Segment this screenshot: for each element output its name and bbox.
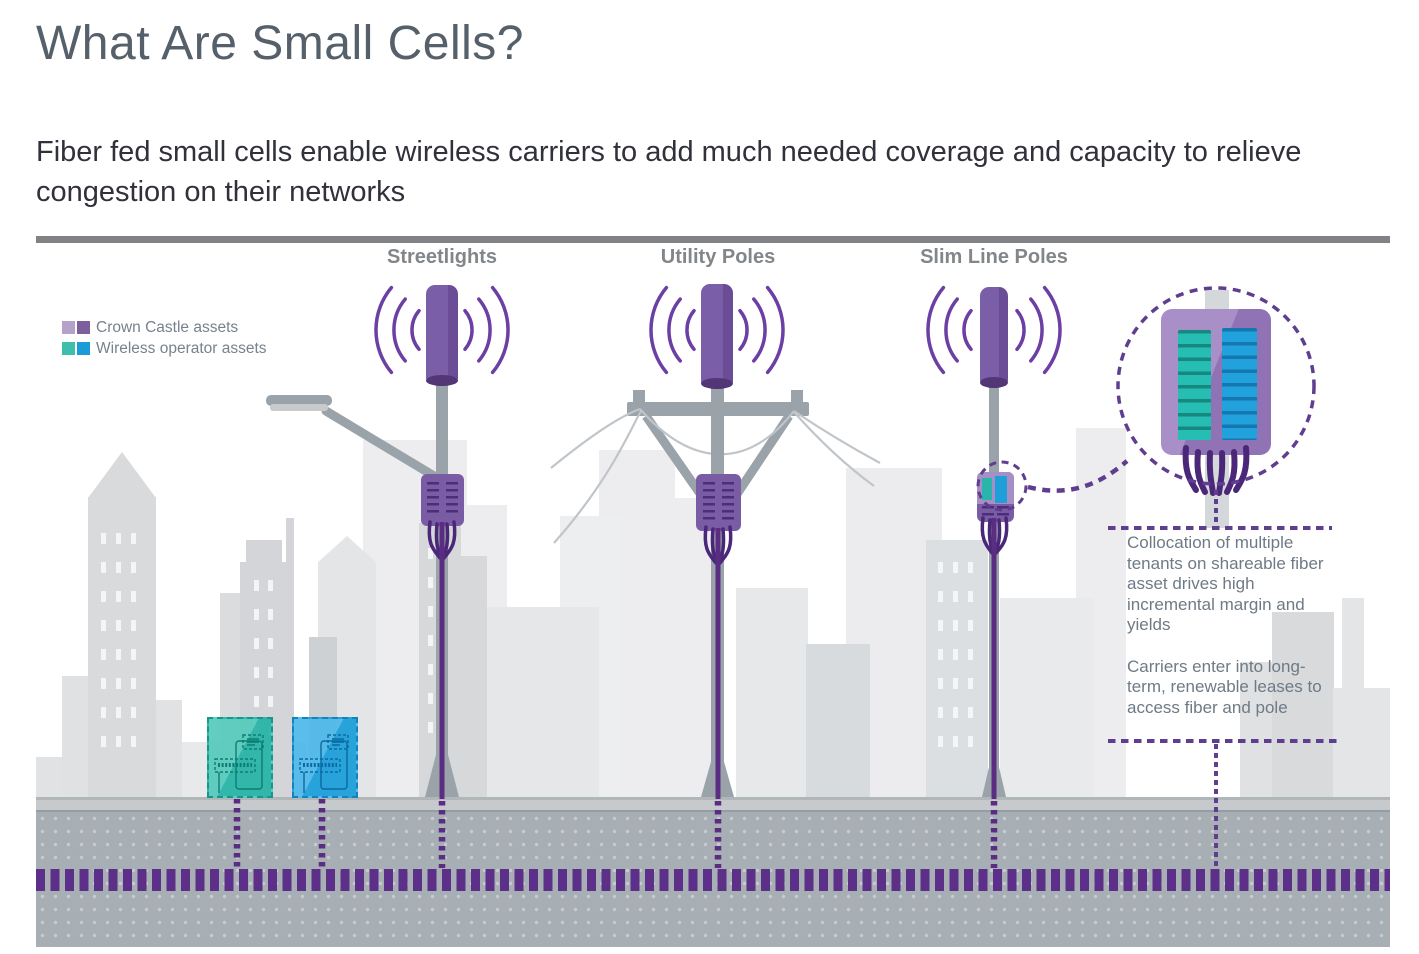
building-windows — [953, 562, 958, 762]
building-silhouette — [246, 540, 282, 570]
building-silhouette — [461, 556, 487, 797]
utility-pole-cabinet — [696, 474, 741, 531]
streetlight-head — [266, 395, 332, 406]
cabinet-vents — [446, 482, 458, 516]
building-silhouette — [1240, 662, 1274, 797]
small-cell-antenna-icon — [980, 287, 1008, 388]
legend-label: Crown Castle assets — [96, 318, 239, 336]
blue-equipment-chip — [995, 476, 1007, 503]
building-silhouette — [1272, 612, 1334, 797]
label-streetlights: Streetlights — [386, 246, 498, 268]
magnified-teal-panel — [1178, 330, 1211, 440]
utility-pole — [711, 383, 724, 797]
building-windows — [938, 562, 943, 762]
building-silhouette — [156, 700, 182, 797]
building-windows — [254, 580, 259, 770]
wireless-operator-cabinet-teal — [207, 717, 273, 798]
building-silhouette — [1000, 598, 1094, 797]
building-silhouette — [487, 607, 599, 797]
building-windows — [116, 533, 121, 747]
legend-item-crown-castle: Crown Castle assets — [62, 317, 267, 338]
building-windows — [268, 580, 273, 770]
building-silhouette — [36, 757, 66, 797]
cabinet-lid — [977, 472, 1014, 504]
label-slim-line-poles: Slim Line Poles — [920, 246, 1068, 268]
building-roof — [88, 452, 156, 498]
crossarm-peg — [633, 390, 645, 406]
wireless-operator-swatch-blue — [77, 342, 90, 355]
cabinet-vents — [722, 482, 734, 521]
teal-equipment-chip — [982, 478, 992, 500]
magnified-blue-panel — [1222, 328, 1257, 440]
streetlight-head-underside — [270, 404, 328, 411]
fiber-duct — [36, 869, 1390, 891]
callout-annotations: Collocation of multiple tenants on share… — [1108, 533, 1340, 718]
slim-pole-cabinet — [977, 472, 1014, 522]
building-silhouette — [62, 676, 92, 797]
cabinet-vents — [703, 482, 715, 521]
wireless-operator-cabinet-blue — [292, 717, 358, 798]
building-windows — [428, 548, 433, 748]
cabinet-vents — [982, 506, 994, 517]
building-windows — [968, 562, 973, 762]
crossarm-peg — [791, 390, 803, 406]
small-cell-antenna-icon — [426, 285, 458, 386]
building-chimney — [286, 518, 294, 566]
page-subtitle: Fiber fed small cells enable wireless ca… — [36, 136, 1302, 208]
building-silhouette — [806, 644, 870, 797]
sidewalk — [36, 797, 1390, 810]
slim-line-pole — [989, 381, 999, 797]
annotation-carriers: Carriers enter into long-term, renewable… — [1127, 656, 1322, 717]
page-title: What Are Small Cells? — [36, 17, 524, 70]
legend: Crown Castle assets Wireless operator as… — [62, 317, 267, 359]
wireless-operator-swatch-teal — [62, 342, 75, 355]
building-silhouette — [675, 498, 711, 797]
label-utility-poles: Utility Poles — [660, 246, 776, 268]
cabinet-sketch-icon — [214, 734, 264, 793]
annotation-collocation: Collocation of multiple tenants on share… — [1127, 533, 1324, 634]
streetlight-pole — [436, 378, 448, 797]
building-windows — [101, 533, 106, 747]
header-divider — [36, 236, 1390, 243]
crown-castle-swatch-dark — [77, 321, 90, 334]
cabinet-sketch-icon — [299, 734, 349, 793]
magnified-cabinet — [1161, 309, 1271, 455]
cabinet-vents — [427, 482, 439, 516]
streetlight-cabinet — [421, 474, 464, 526]
building-silhouette — [88, 497, 156, 797]
cabinet-vents — [997, 506, 1009, 517]
building-silhouette — [1333, 688, 1390, 797]
crown-castle-swatch-light — [62, 321, 75, 334]
building-windows — [131, 533, 136, 747]
legend-label: Wireless operator assets — [96, 339, 267, 357]
building-silhouette — [736, 588, 808, 797]
legend-item-wireless-operator: Wireless operator assets — [62, 338, 267, 359]
small-cell-antenna-icon — [701, 284, 733, 389]
